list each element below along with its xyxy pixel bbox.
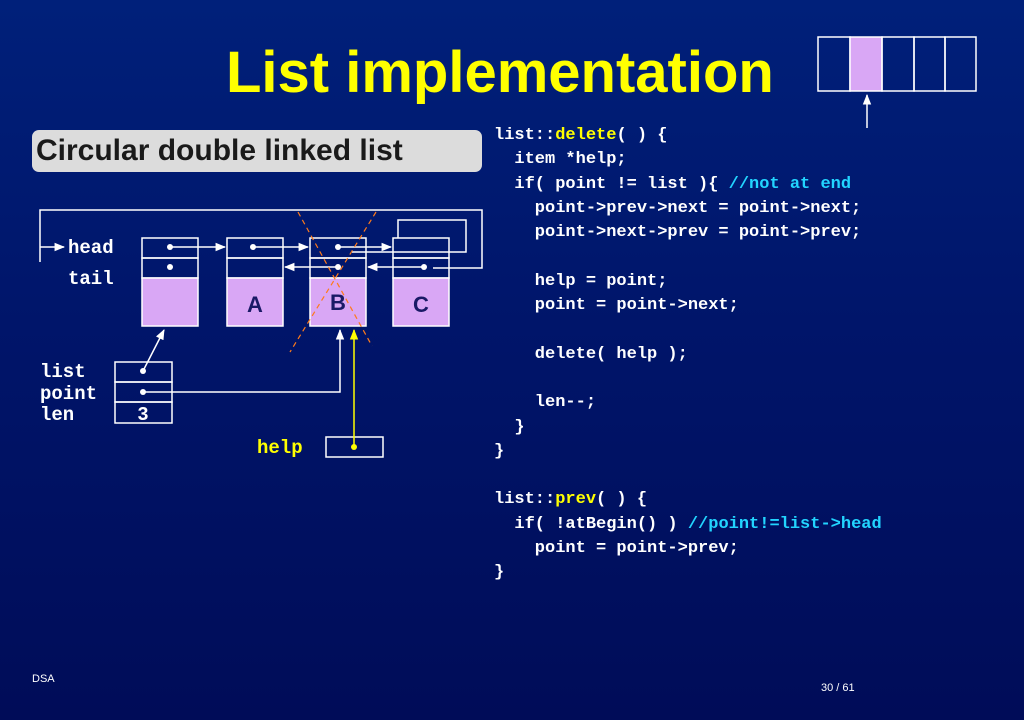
- code-line: }: [494, 416, 882, 440]
- delete-cross-line: [289, 211, 377, 353]
- code-token: list::: [494, 126, 556, 145]
- list-to-head-link: [142, 329, 165, 372]
- code-line: [494, 245, 882, 269]
- len-label: len: [40, 404, 74, 426]
- delete-cross-line: [297, 211, 373, 347]
- code-token: point->prev->next = point->next;: [494, 198, 862, 218]
- code-line: list::prev( ) {: [494, 488, 882, 512]
- footer-course: DSA: [32, 673, 55, 685]
- node-b-label: B: [330, 290, 346, 315]
- code-token: point = point->next;: [494, 296, 739, 316]
- code-token: list::: [494, 490, 556, 510]
- code-line: if( !atBegin() ) //point!=list->head: [494, 513, 882, 537]
- subtitle-banner: Circular double linked list: [32, 130, 482, 172]
- code-token: }: [494, 417, 525, 437]
- code-line: [494, 367, 882, 391]
- point-to-node-link: [143, 328, 345, 393]
- point-label: point: [40, 383, 97, 405]
- code-token: ( ) {: [596, 490, 648, 510]
- circular-next-link: [352, 219, 467, 253]
- head-node: [141, 237, 199, 327]
- node-c-label: C: [413, 292, 429, 317]
- code-line: if( point != list ){ //not at end: [494, 173, 882, 197]
- code-line: list::delete( ) {: [494, 124, 882, 148]
- code-line: point = point->next;: [494, 294, 882, 318]
- code-token: help = point;: [494, 271, 668, 291]
- code-token: prev: [555, 490, 597, 510]
- code-token: point = point->prev;: [494, 539, 739, 559]
- code-token: point->next->prev = point->prev;: [494, 223, 862, 243]
- code-line: item *help;: [494, 148, 882, 172]
- code-line: point->prev->next = point->next;: [494, 197, 882, 221]
- code-line: }: [494, 440, 882, 464]
- code-line: [494, 464, 882, 488]
- node-c: [392, 237, 450, 327]
- code-token: len--;: [494, 393, 597, 413]
- code-line: }: [494, 561, 882, 585]
- code-token: }: [494, 563, 505, 583]
- circular-prev-link: [39, 209, 483, 269]
- code-token: if( point != list ){: [494, 174, 729, 194]
- len-value: 3: [137, 404, 148, 426]
- page-number: 30 / 61: [821, 682, 855, 694]
- page-title: List implementation: [226, 40, 774, 105]
- code-token: //point!=list->head: [687, 514, 882, 534]
- code-line: len--;: [494, 391, 882, 415]
- code-listing: list::delete( ) { item *help; if( point …: [494, 124, 882, 586]
- code-line: delete( help );: [494, 343, 882, 367]
- tail-label: tail: [68, 268, 114, 290]
- code-line: [494, 318, 882, 342]
- code-token: ( ) {: [616, 126, 668, 145]
- code-line: point->next->prev = point->prev;: [494, 221, 882, 245]
- node-a: [226, 237, 284, 327]
- array-icon: [817, 36, 977, 128]
- code-line: help = point;: [494, 270, 882, 294]
- code-token: delete: [555, 126, 617, 145]
- node-a-label: A: [247, 292, 263, 317]
- list-label: list: [40, 361, 86, 383]
- code-line: point = point->prev;: [494, 537, 882, 561]
- help-label: help: [257, 437, 303, 459]
- code-token: delete( help );: [494, 344, 688, 364]
- code-token: }: [494, 441, 505, 461]
- code-token: if( !atBegin() ): [494, 514, 688, 534]
- code-token: //not at end: [728, 174, 852, 194]
- code-token: item *help;: [494, 150, 627, 170]
- head-label: head: [68, 237, 114, 259]
